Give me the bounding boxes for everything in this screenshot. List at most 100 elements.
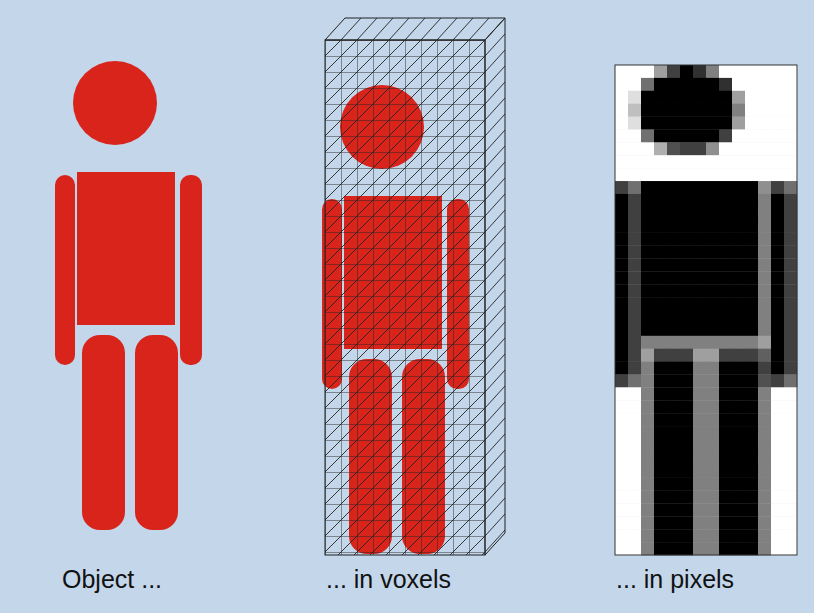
pixel [732,323,745,336]
pixel [654,117,667,130]
pixel [719,465,732,478]
pixel [680,207,693,220]
pixel [693,452,706,465]
pixel [771,258,784,271]
pixel [771,529,784,542]
pixel [667,400,680,413]
pixel [654,297,667,310]
pixel [628,349,641,362]
pixel [758,529,771,542]
pixel [615,220,628,233]
pixel [667,349,680,362]
pixel [641,478,654,491]
pixel [784,478,797,491]
object-figure [55,61,202,530]
pixel [628,155,641,168]
pixel [628,542,641,555]
pixel [706,503,719,516]
pixel [641,78,654,91]
pixel [628,465,641,478]
pixel [654,478,667,491]
pixel [706,104,719,117]
pixel [732,284,745,297]
pixel [693,400,706,413]
pixel [706,129,719,142]
pixel [680,400,693,413]
pixel [758,246,771,259]
pixel [771,65,784,78]
pixel [693,194,706,207]
pixel [615,168,628,181]
pixel [719,194,732,207]
pixel [771,542,784,555]
pixel [628,426,641,439]
pixel [732,478,745,491]
pixel [745,258,758,271]
pixel [719,387,732,400]
pixel [628,104,641,117]
pixel [745,246,758,259]
pixel [784,78,797,91]
pixel [693,284,706,297]
pixel [654,91,667,104]
pixel [758,181,771,194]
pixel [641,284,654,297]
pixel [771,168,784,181]
pixel [771,336,784,349]
pixel [771,503,784,516]
pixel [680,465,693,478]
pixel [654,194,667,207]
grid-line [485,530,505,552]
pixel [680,413,693,426]
pixel [654,168,667,181]
pixel [706,258,719,271]
pixel [745,439,758,452]
pixel [758,503,771,516]
pixel [641,155,654,168]
pixel [641,117,654,130]
pixel [693,220,706,233]
pixel [706,387,719,400]
pixel [732,362,745,375]
pixel [641,387,654,400]
pixel [693,65,706,78]
pixel [784,117,797,130]
pixel [628,284,641,297]
pixel [693,181,706,194]
pixel [719,503,732,516]
pixel [719,336,732,349]
pixel [706,284,719,297]
pixel [641,426,654,439]
pixel [784,452,797,465]
pixel [745,65,758,78]
pixel [771,516,784,529]
pixel [693,387,706,400]
pixel [615,207,628,220]
pixel [615,516,628,529]
pixel [641,349,654,362]
pixel [745,413,758,426]
pixel [693,258,706,271]
pixel [758,207,771,220]
pixel [758,478,771,491]
pixel [615,323,628,336]
pixel [615,233,628,246]
pixel [693,207,706,220]
pixel [732,374,745,387]
pixel [654,246,667,259]
pixel [745,426,758,439]
pixel [628,387,641,400]
pixel [784,91,797,104]
pixel [719,220,732,233]
pixel [745,323,758,336]
pixel [654,142,667,155]
pixel [771,452,784,465]
pixel [758,323,771,336]
pixel [784,155,797,168]
pixel [693,491,706,504]
pixel [654,452,667,465]
pixel [706,194,719,207]
pixel [758,129,771,142]
pixel [628,220,641,233]
pixel [654,349,667,362]
